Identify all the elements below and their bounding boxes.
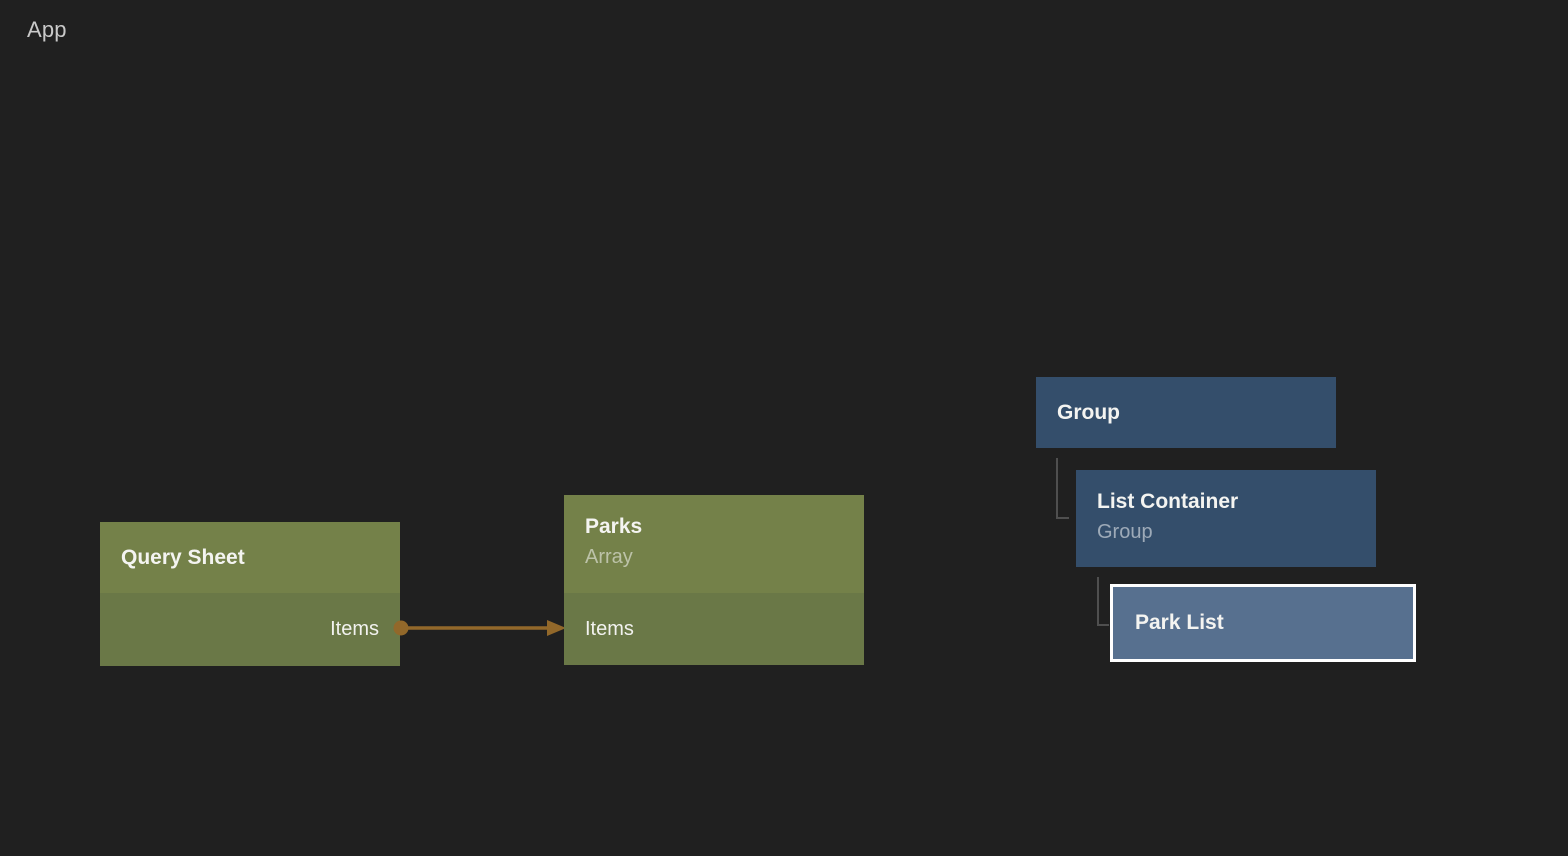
node-parks[interactable]: Parks Array Items — [564, 495, 864, 665]
node-query-sheet[interactable]: Query Sheet Items — [100, 522, 400, 666]
node-parks-body: Items — [564, 593, 864, 665]
node-parks-header: Parks Array — [564, 495, 864, 593]
node-query-sheet-body: Items — [100, 593, 400, 666]
node-title: List Container — [1097, 490, 1239, 513]
input-port-items[interactable]: Items — [585, 618, 634, 640]
edge-arrowhead-icon — [547, 620, 566, 636]
node-title: Query Sheet — [121, 546, 245, 569]
edge-source-port-dot[interactable] — [393, 620, 409, 636]
node-title: Parks — [585, 515, 643, 538]
node-subtitle: Array — [585, 546, 633, 568]
tree-connector-line — [1056, 458, 1069, 519]
node-title: Group — [1057, 401, 1120, 424]
node-title: Park List — [1135, 611, 1224, 634]
output-port-items[interactable]: Items — [330, 618, 379, 640]
tree-node-list-container[interactable]: List Container Group — [1076, 470, 1376, 567]
tree-node-group[interactable]: Group — [1036, 377, 1336, 448]
tree-node-park-list-selected[interactable]: Park List — [1110, 584, 1416, 662]
tree-connector-line — [1097, 577, 1109, 626]
app-title: App — [27, 17, 67, 42]
node-query-sheet-header: Query Sheet — [100, 522, 400, 593]
node-subtitle: Group — [1097, 521, 1153, 543]
connection-edge[interactable] — [390, 615, 575, 641]
